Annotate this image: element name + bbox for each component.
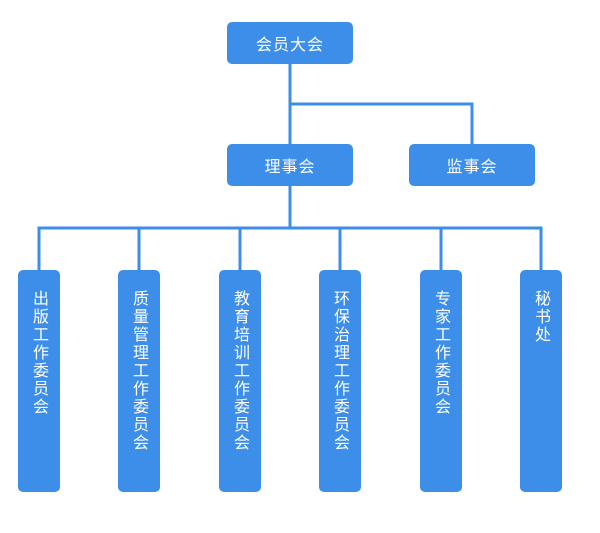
node-council-label: 理事会 (264, 157, 316, 176)
node-committee-education-label: 教育培训工作委员会 (231, 290, 250, 452)
node-committee-environment: 环保治理工作委员会 (319, 270, 361, 492)
node-general-assembly: 会员大会 (227, 22, 353, 64)
node-committee-education: 教育培训工作委员会 (219, 270, 261, 492)
node-committee-quality: 质量管理工作委员会 (118, 270, 160, 492)
node-committee-quality-label: 质量管理工作委员会 (130, 290, 149, 452)
node-committee-experts: 专家工作委员会 (420, 270, 462, 492)
node-secretariat: 秘书处 (520, 270, 562, 492)
node-council: 理事会 (227, 144, 353, 186)
node-secretariat-label: 秘书处 (532, 290, 551, 344)
node-supervisory-board-label: 监事会 (446, 157, 498, 176)
node-general-assembly-label: 会员大会 (255, 35, 324, 54)
node-supervisory-board: 监事会 (409, 144, 535, 186)
node-committee-experts-label: 专家工作委员会 (432, 290, 451, 416)
node-committee-publishing: 出版工作委员会 (18, 270, 60, 492)
node-committee-environment-label: 环保治理工作委员会 (331, 290, 350, 452)
node-committee-publishing-label: 出版工作委员会 (30, 290, 49, 416)
